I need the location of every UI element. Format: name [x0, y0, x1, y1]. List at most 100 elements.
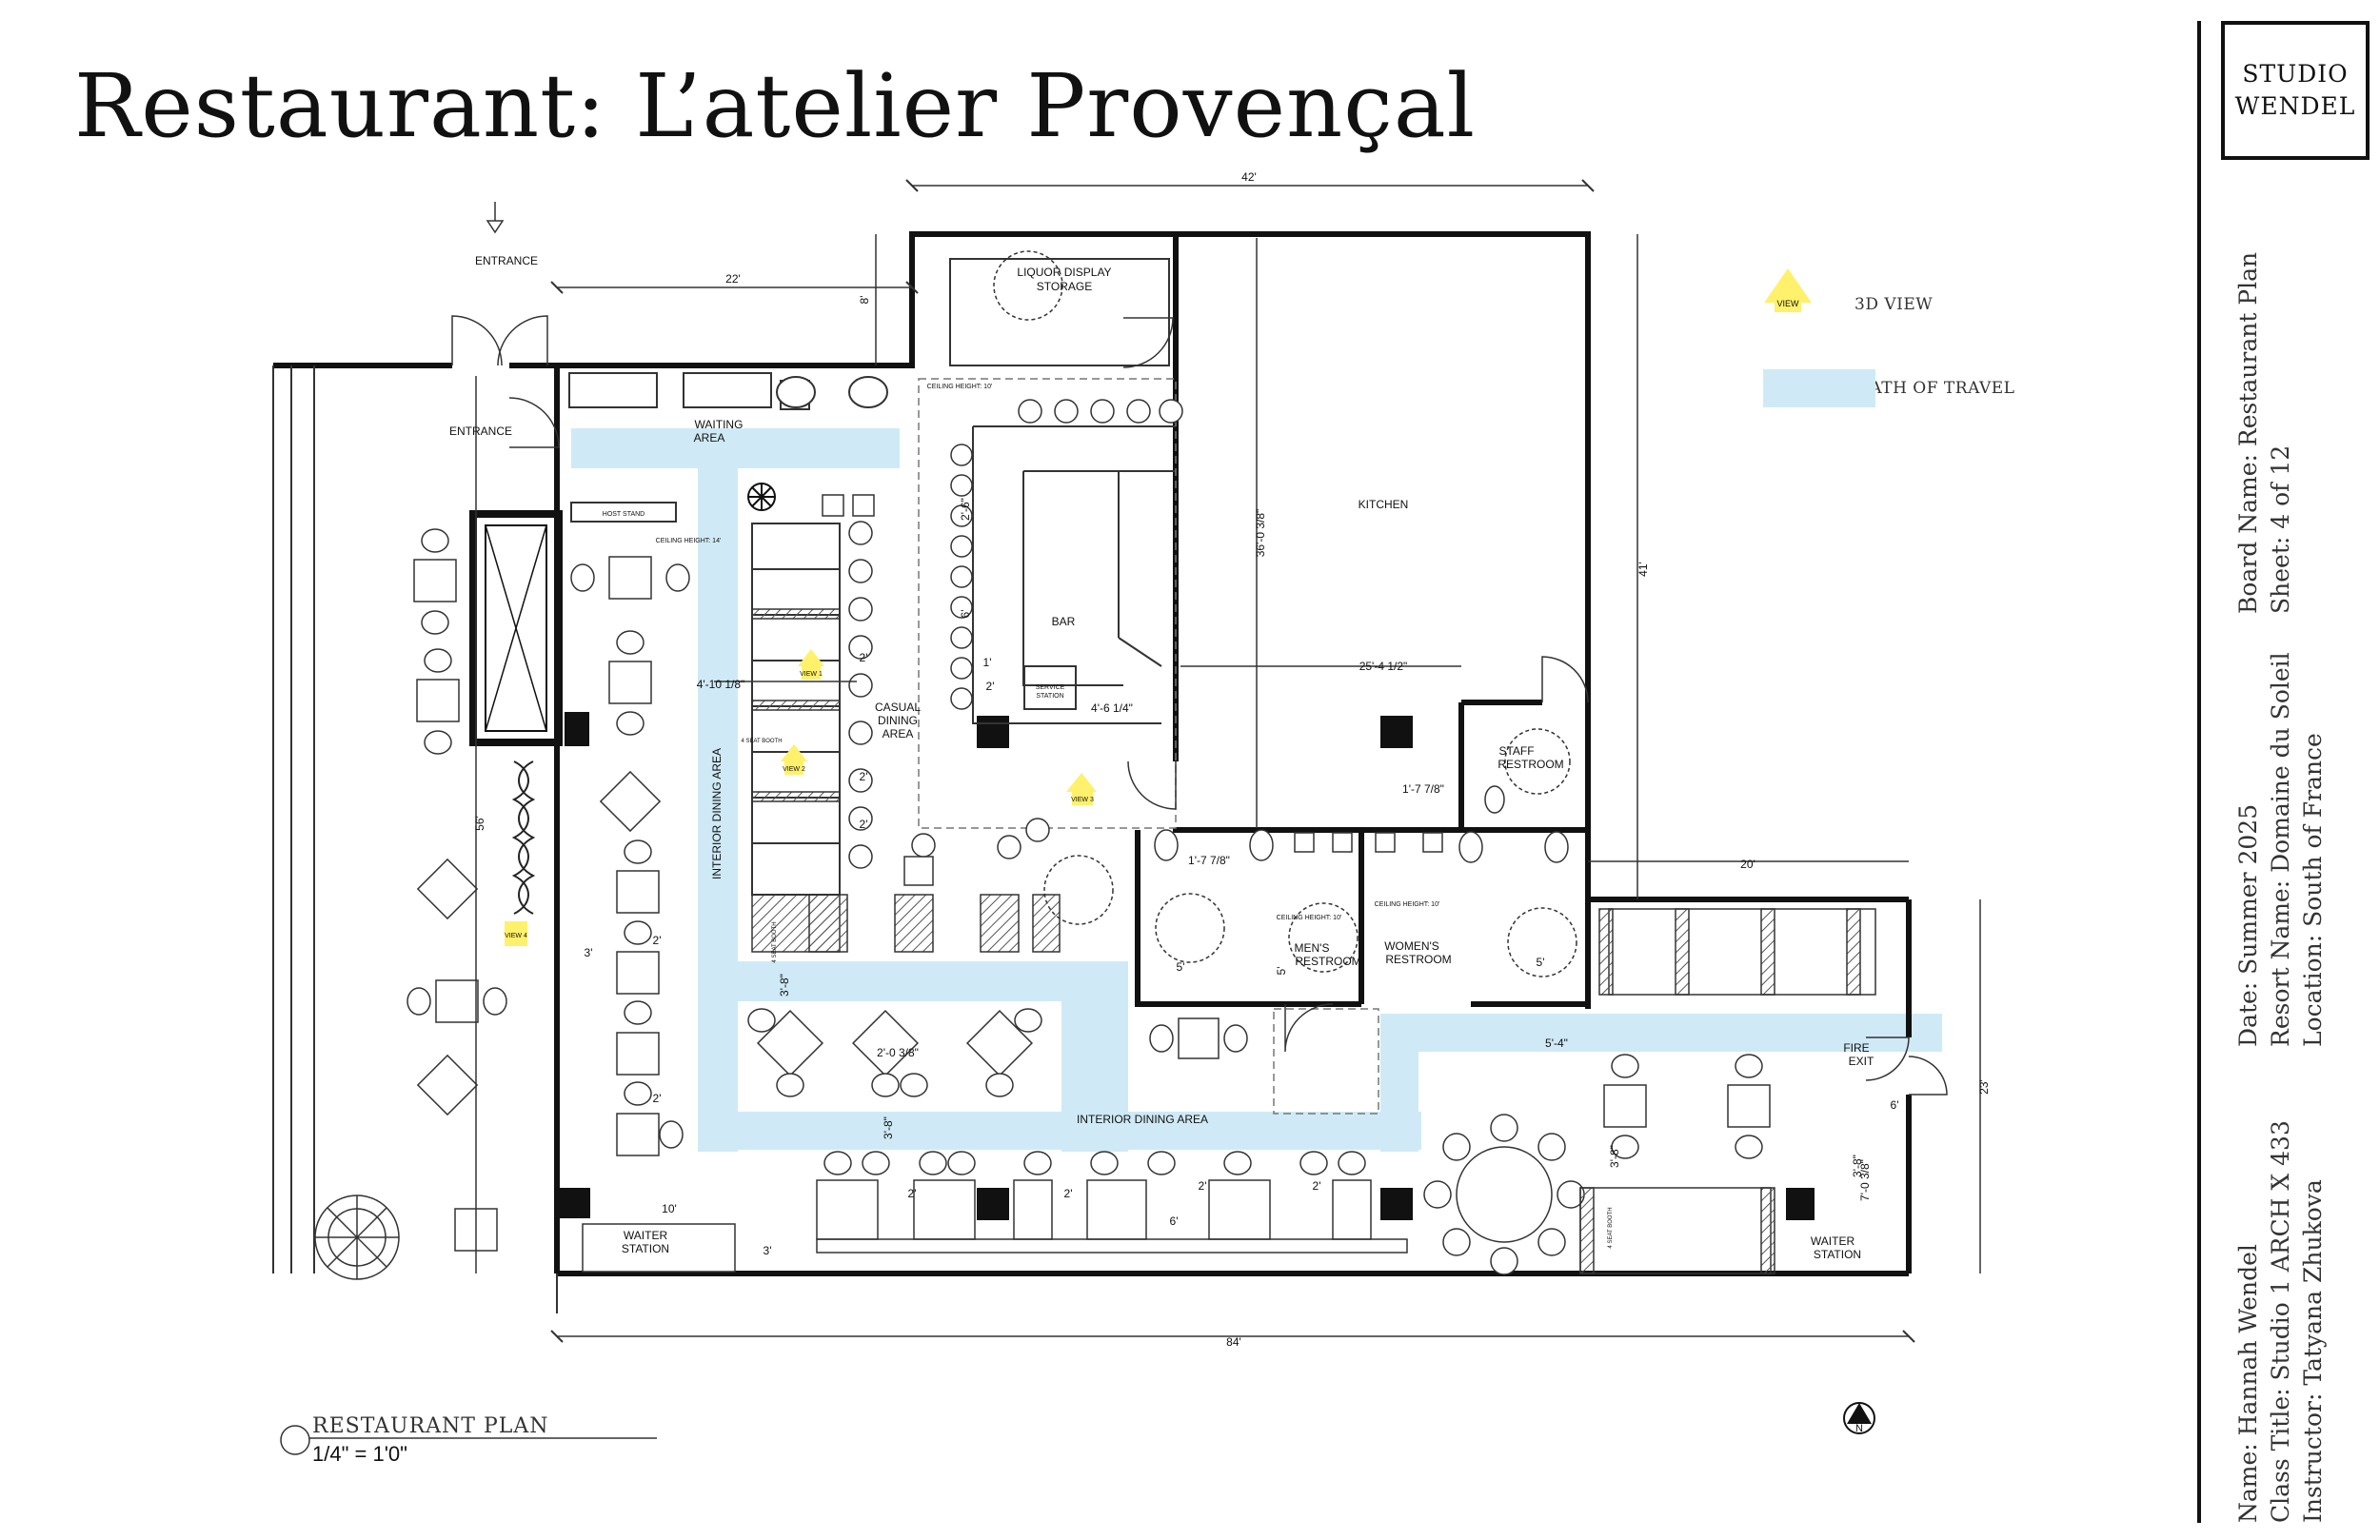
dimension-lines — [475, 185, 1981, 1337]
wall-exterior-north — [509, 231, 1909, 902]
dim-36: 36'-0 3/8" — [1254, 509, 1267, 558]
south-tables — [582, 1151, 1408, 1273]
room-labels: ENTRANCE ENTRANCE WAITING AREA HOST STAN… — [449, 254, 1874, 1261]
logo-line-2: WENDEL — [2234, 92, 2356, 120]
label-view-1: VIEW 1 — [800, 671, 823, 678]
path-mid-drop — [1061, 961, 1128, 1152]
terrace-lines — [272, 365, 558, 1313]
label-staff-2: RESTROOM — [1497, 758, 1563, 771]
dimension-labels: 42' 22' 8' 41' 56' 84' 20' 23' 36'-0 3/8… — [473, 170, 1991, 1349]
dim-2d: 2' — [860, 818, 868, 831]
north-arrow-icon — [1843, 1402, 1875, 1434]
interior-west-tables — [570, 556, 690, 1156]
liquor-display-box — [949, 258, 1170, 366]
label-ceiling-14: CEILING HEIGHT: 14' — [656, 538, 722, 544]
vestibule-inner — [485, 524, 547, 732]
dim-1-7b: 1'-7 7/8" — [1188, 854, 1230, 867]
dim-2e: 2' — [653, 934, 662, 947]
plant-icon — [747, 483, 776, 511]
label-bar: BAR — [1052, 615, 1076, 628]
path-mid — [738, 961, 1061, 1001]
dim-3-8c: 3'-8" — [1608, 1145, 1621, 1168]
dim-25: 25'-4 1/2" — [1359, 660, 1408, 673]
legend-view-marker-text: VIEW — [1776, 299, 1799, 308]
dim-20: 20' — [1740, 858, 1755, 871]
dim-5-4: 5'-4" — [1545, 1037, 1568, 1050]
dim-56: 56' — [473, 816, 486, 831]
dim-10: 10' — [662, 1202, 677, 1215]
label-waiter-r1: WAITER — [1811, 1234, 1855, 1248]
label-booth-2: 4 SEAT BOOTH — [1608, 1207, 1614, 1248]
path-waiting — [571, 428, 900, 468]
path-fire-exit — [1380, 1014, 1942, 1052]
dim-6c: 6' — [1891, 1098, 1899, 1112]
label-kitchen: KITCHEN — [1359, 498, 1409, 511]
label-fire-1: FIRE — [1843, 1041, 1869, 1055]
dim-3-8a: 3'-8" — [778, 974, 791, 997]
structural-columns — [560, 712, 1815, 1220]
east-wing-tables — [1579, 908, 1876, 1274]
bar-counter — [972, 425, 1176, 724]
logo-line-1: STUDIO — [2242, 60, 2349, 88]
dim-3b: 3' — [764, 1244, 772, 1257]
legend-3d-view-label: 3D VIEW — [1854, 295, 1934, 314]
dim-2g: 2' — [908, 1187, 917, 1200]
label-booth-3: 4 SEAT BOOTH — [741, 739, 782, 744]
label-liquor-2: STORAGE — [1037, 280, 1092, 293]
dim-41: 41' — [1636, 562, 1650, 577]
label-liquor-1: LIQUOR DISPLAY — [1017, 266, 1111, 279]
dim-5b: 5' — [1275, 967, 1288, 976]
wall-restroom-east — [1471, 830, 1591, 1007]
dim-2-0: 2'-0 3/8" — [877, 1046, 919, 1059]
dim-2i: 2' — [1199, 1179, 1207, 1193]
title-block-divider — [2197, 21, 2201, 1523]
label-casual-1: CASUAL — [875, 701, 921, 714]
dim-2h: 2' — [1064, 1187, 1073, 1200]
label-view-4: VIEW 4 — [505, 933, 527, 939]
dim-2b: 2' — [860, 651, 868, 664]
dim-1a: 1' — [983, 656, 992, 669]
label-waiter-r2: STATION — [1814, 1248, 1861, 1261]
drawing-title: Restaurant: L’atelier Provençal — [74, 55, 1477, 157]
label-casual-2: DINING — [878, 714, 918, 727]
legend-path-swatch — [1763, 369, 1875, 407]
label-booth-1: 4 SEAT BOOTH — [772, 921, 778, 962]
label-host-stand: HOST STAND — [603, 511, 645, 518]
label-womens-2: RESTROOM — [1385, 953, 1451, 966]
label-entrance: ENTRANCE — [449, 424, 512, 438]
label-mens-2: RESTROOM — [1295, 955, 1360, 968]
plan-scale: 1/4" = 1'0" — [312, 1442, 407, 1466]
label-ceiling-10a: CEILING HEIGHT: 10' — [927, 384, 993, 390]
dim-3-8d: 3'-8" — [1851, 1155, 1864, 1177]
dim-4-6: 4'-6 1/4" — [1091, 701, 1133, 715]
label-waiting: WAITING — [695, 418, 744, 431]
dim-2-6: 2'-6" — [959, 498, 972, 521]
dim-6b: 6' — [1170, 1214, 1179, 1228]
dim-2j: 2' — [1313, 1179, 1321, 1193]
east-booth-partitions — [1579, 908, 1861, 1274]
wall-kitchen-south — [1173, 827, 1588, 833]
legend-path-of-travel-label: PATH OF TRAVEL — [1860, 379, 2015, 398]
label-fire-2: EXIT — [1849, 1055, 1874, 1068]
planter-icon — [511, 760, 536, 915]
label-womens-1: WOMEN'S — [1384, 939, 1439, 953]
label-ceiling-10b: CEILING HEIGHT: 10' — [1277, 915, 1342, 921]
service-station-box — [1023, 665, 1077, 710]
dim-1-7a: 1'-7 7/8" — [1402, 782, 1444, 796]
label-staff-1: STAFF — [1498, 744, 1534, 758]
label-service-2: STATION — [1036, 693, 1063, 700]
label-service-1: SERVICE — [1036, 684, 1065, 691]
waiting-area-furniture — [568, 372, 888, 523]
label-interior-horizontal: INTERIOR DINING AREA — [1077, 1113, 1208, 1126]
path-interior-bottom — [698, 1112, 1421, 1150]
dim-6a: 6' — [959, 610, 972, 619]
north-label: N — [1855, 1423, 1863, 1434]
label-waiter-2: STATION — [622, 1242, 669, 1255]
round-table — [1423, 1114, 1585, 1275]
wall-vestibule-box — [469, 510, 563, 746]
dim-3a: 3' — [585, 946, 593, 959]
section-marker-icon — [280, 1425, 310, 1455]
dim-8: 8' — [858, 296, 871, 305]
